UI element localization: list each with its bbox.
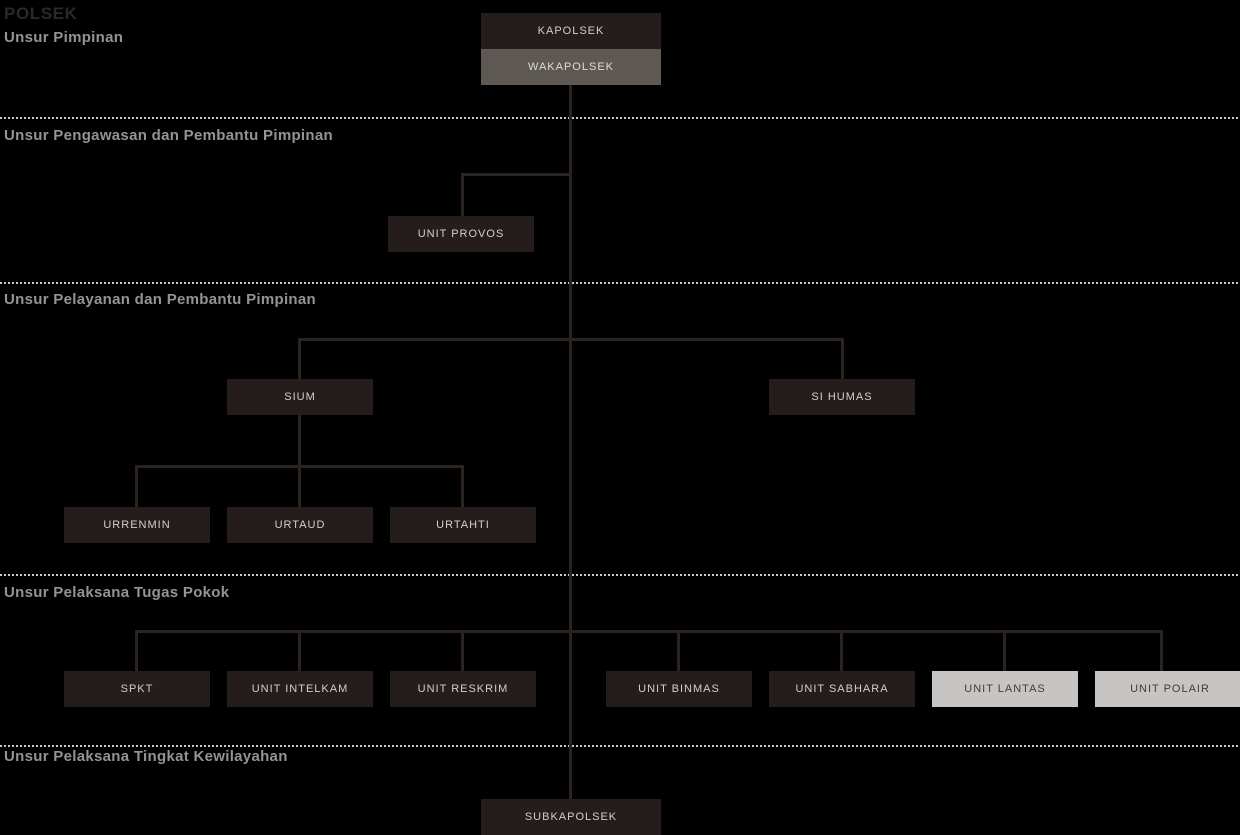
- connector-sium-drop: [298, 338, 301, 379]
- node-urtahti: URTAHTI: [390, 507, 536, 543]
- node-unit-binmas: UNIT BINMAS: [606, 671, 752, 707]
- connector-urrenmin-drop: [135, 465, 138, 507]
- connector-sium-child-stem: [298, 415, 301, 467]
- connector-polair-drop: [1160, 630, 1163, 671]
- section-label-pimpinan: Unsur Pimpinan: [4, 29, 124, 46]
- node-si-humas: SI HUMAS: [769, 379, 915, 415]
- node-unit-provos: UNIT PROVOS: [388, 216, 534, 252]
- node-spkt: SPKT: [64, 671, 210, 707]
- node-urrenmin: URRENMIN: [64, 507, 210, 543]
- connector-spkt-drop: [135, 630, 138, 671]
- section-label-pelayanan: Unsur Pelayanan dan Pembantu Pimpinan: [4, 291, 317, 308]
- node-unit-sabhara: UNIT SABHARA: [769, 671, 915, 707]
- connector-sihumas-drop: [841, 338, 844, 379]
- connector-provos-drop: [461, 173, 464, 216]
- node-unit-intelkam: UNIT INTELKAM: [227, 671, 373, 707]
- section-divider: [0, 745, 1240, 747]
- node-urtaud: URTAUD: [227, 507, 373, 543]
- connector-main-vertical: [569, 85, 572, 799]
- section-divider: [0, 282, 1240, 284]
- connector-sabhara-drop: [840, 630, 843, 671]
- section-label-pengawasan: Unsur Pengawasan dan Pembantu Pimpinan: [4, 127, 333, 144]
- node-kapolsek: KAPOLSEK: [481, 13, 661, 49]
- connector-urtahti-drop: [461, 465, 464, 507]
- connector-binmas-drop: [677, 630, 680, 671]
- node-unit-polair: UNIT POLAIR: [1095, 671, 1240, 707]
- page-title: POLSEK: [4, 4, 78, 23]
- section-label-tugas-pokok: Unsur Pelaksana Tugas Pokok: [4, 584, 230, 601]
- connector-pelayanan-horizontal: [298, 338, 844, 341]
- connector-reskrim-drop: [461, 630, 464, 671]
- node-sium: SIUM: [227, 379, 373, 415]
- node-unit-lantas: UNIT LANTAS: [932, 671, 1078, 707]
- connector-provos-horizontal: [461, 173, 571, 176]
- node-wakapolsek: WAKAPOLSEK: [481, 49, 661, 85]
- node-unit-reskrim: UNIT RESKRIM: [390, 671, 536, 707]
- connector-intelkam-drop: [298, 630, 301, 671]
- section-divider: [0, 117, 1240, 119]
- connector-tugas-horizontal: [135, 630, 1163, 633]
- section-label-kewilayahan: Unsur Pelaksana Tingkat Kewilayahan: [4, 748, 288, 765]
- connector-lantas-drop: [1003, 630, 1006, 671]
- node-subkapolsek: SUBKAPOLSEK: [481, 799, 661, 835]
- connector-urtaud-drop: [298, 465, 301, 507]
- section-divider: [0, 574, 1240, 576]
